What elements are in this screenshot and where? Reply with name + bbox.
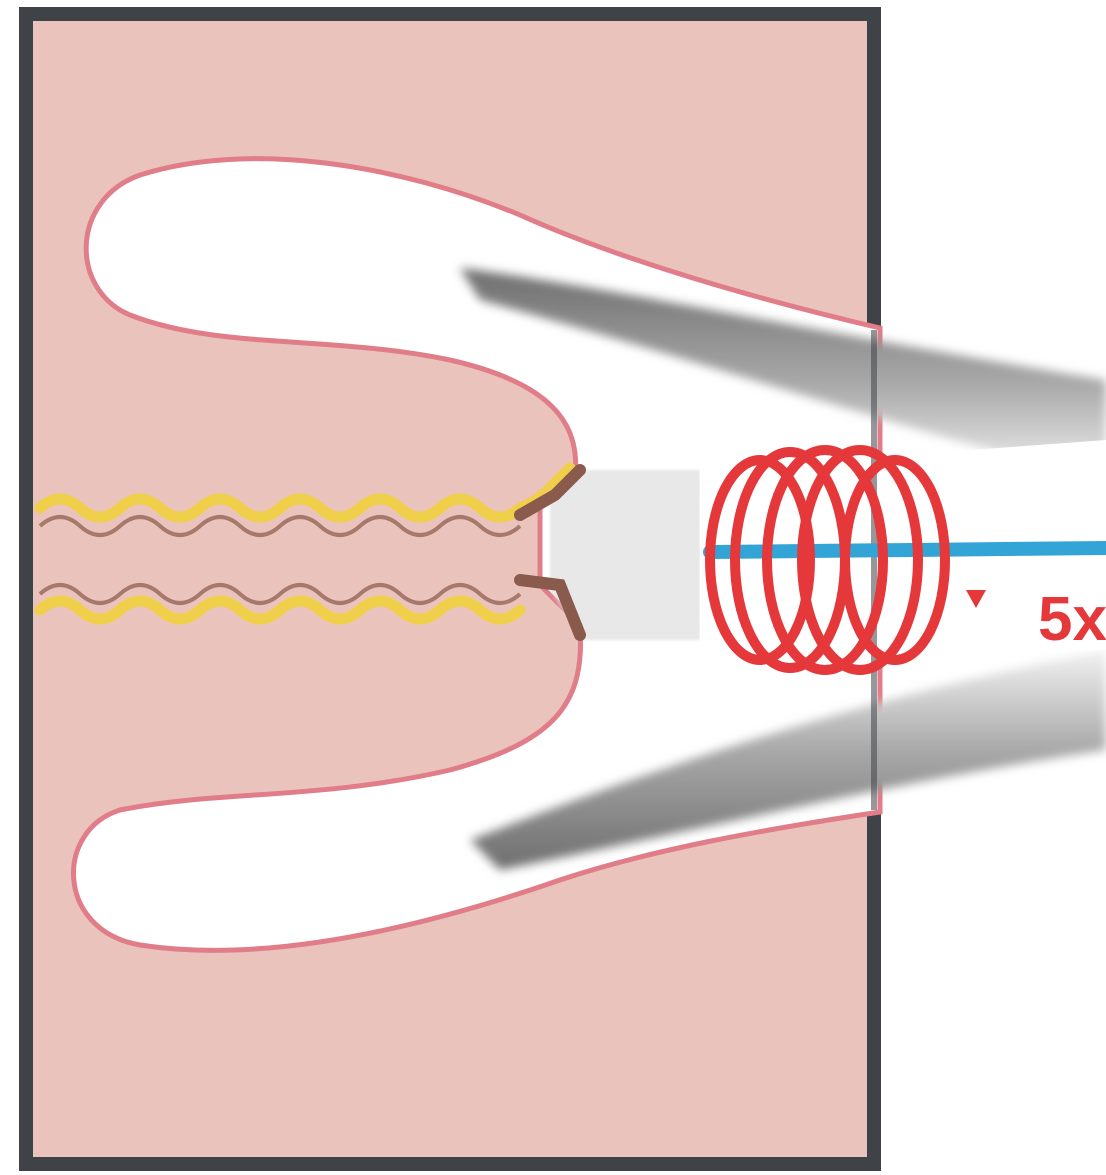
magnification-label: 5x: [1038, 585, 1106, 654]
